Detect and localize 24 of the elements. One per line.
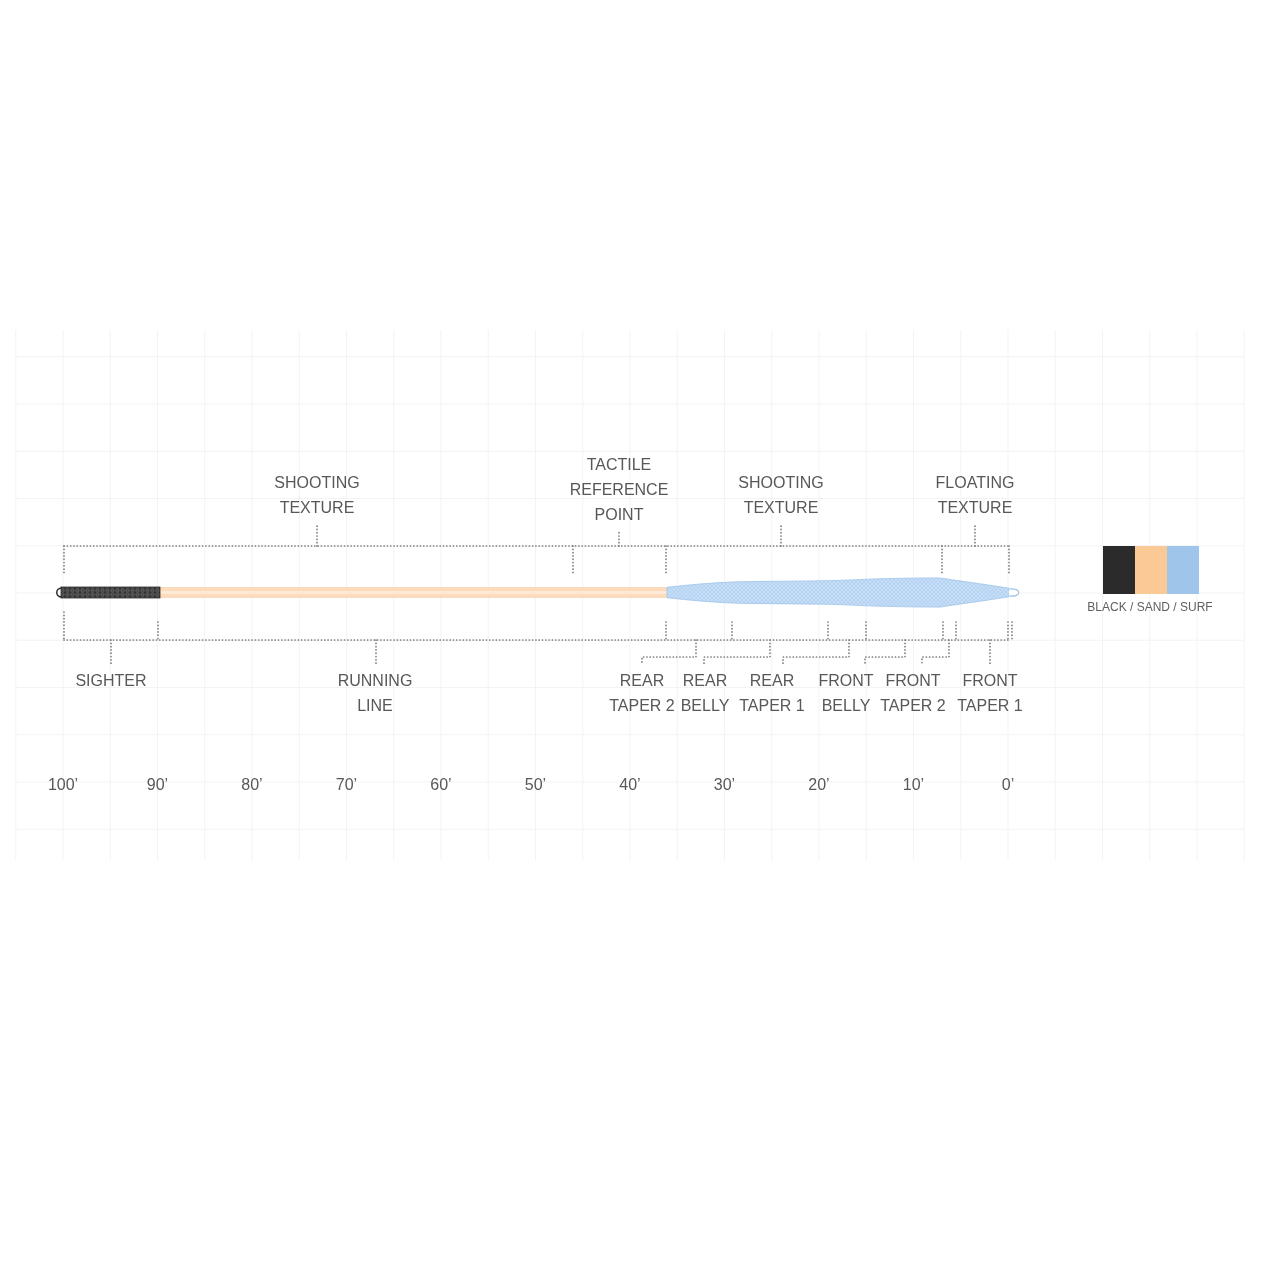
distance-label: 50’ (523, 775, 548, 795)
distance-label: 70’ (334, 775, 359, 795)
part-label: RUNNING LINE (336, 671, 414, 716)
distance-label: 40’ (618, 775, 642, 795)
distance-label: 0’ (1000, 775, 1016, 795)
part-label: REAR BELLY (679, 671, 731, 716)
legend-label: BLACK / SAND / SURF (1086, 600, 1214, 614)
distance-label: 20’ (807, 775, 831, 795)
part-label: SHOOTING TEXTURE (273, 473, 361, 518)
distance-label: 60’ (429, 775, 453, 795)
part-label: FRONT TAPER 1 (956, 671, 1024, 716)
part-label: FRONT TAPER 2 (879, 671, 947, 716)
part-label: FRONT BELLY (817, 671, 875, 716)
part-label: REAR TAPER 1 (738, 671, 806, 716)
distance-label: 10’ (901, 775, 926, 795)
part-label: SHOOTING TEXTURE (737, 473, 825, 518)
part-label: TACTILE REFERENCE POINT (568, 455, 670, 525)
part-label: FLOATING TEXTURE (934, 473, 1016, 518)
part-label: SIGHTER (74, 671, 148, 691)
distance-label: 90’ (145, 775, 170, 795)
distance-label: 100’ (46, 775, 80, 795)
distance-label: 80’ (240, 775, 264, 795)
part-label: REAR TAPER 2 (608, 671, 676, 716)
distance-label: 30’ (712, 775, 737, 795)
